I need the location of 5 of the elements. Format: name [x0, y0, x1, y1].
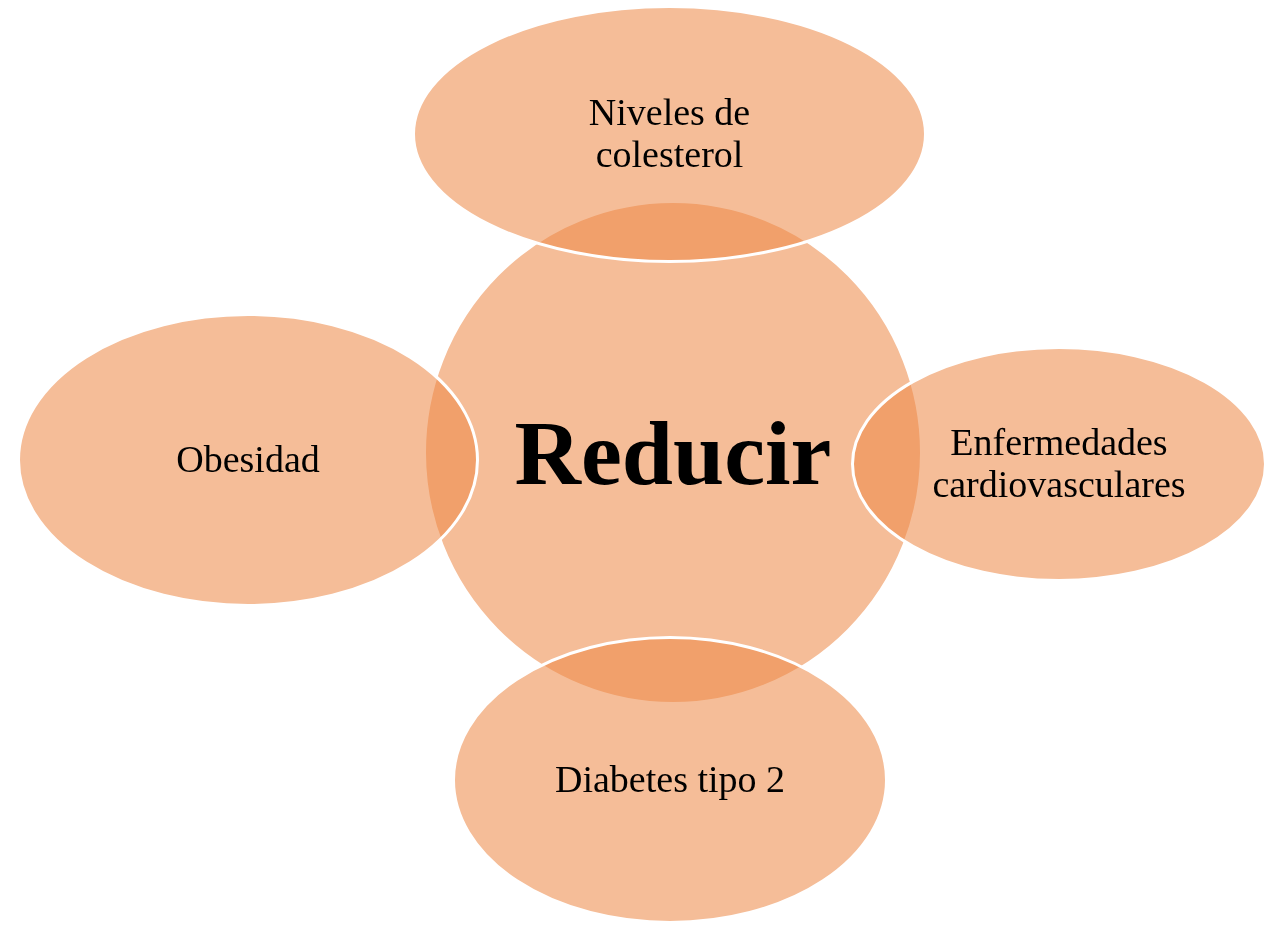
node-label: Reducir	[514, 406, 832, 499]
node-label: Enfermedades cardiovasculares	[931, 422, 1187, 506]
node-label: Obesidad	[176, 439, 320, 481]
node-label: Niveles de colesterol	[587, 92, 752, 176]
node-label: Diabetes tipo 2	[554, 759, 786, 801]
